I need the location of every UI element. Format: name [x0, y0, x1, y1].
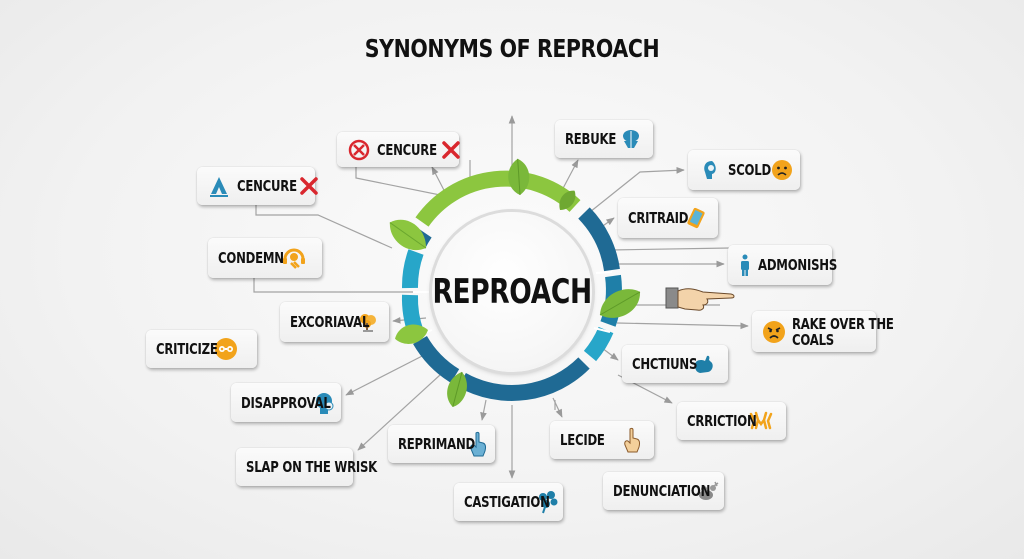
- node-label: CHCTIUNS: [632, 355, 698, 373]
- node-label: REPRIMAND: [398, 435, 476, 453]
- node-admonishs[interactable]: ADMONISHS: [728, 245, 838, 285]
- blue-person-icon: [738, 253, 752, 277]
- center-node: REPROACH: [432, 212, 592, 372]
- node-excoriaval[interactable]: EXCORIAVAL: [280, 302, 389, 342]
- node-label: EXCORIAVAL: [290, 313, 370, 331]
- forbidden-circle-icon: [347, 138, 371, 162]
- gray-blob-icon: [697, 479, 721, 503]
- node-reprimand[interactable]: REPRIMAND: [388, 425, 495, 463]
- center-label: REPROACH: [432, 272, 592, 312]
- node-label: CONDEMN: [218, 249, 284, 267]
- node-disapproval[interactable]: DISAPPROVAL: [231, 383, 341, 422]
- node-rake-over-the-coals[interactable]: RAKE OVER THE COALS: [752, 311, 894, 352]
- node-label: REBUKE: [565, 130, 617, 148]
- node-slap-on-the-wrisk[interactable]: SLAP ON THE WRISK: [236, 448, 378, 486]
- node-cencure-left[interactable]: CENCURE: [197, 167, 318, 205]
- pointing-hand-icon: [665, 287, 735, 311]
- node-denunciation[interactable]: DENUNCIATION: [603, 472, 724, 510]
- tan-pointing-hand-icon: [620, 427, 644, 453]
- blue-thumbs-icon: [692, 352, 716, 376]
- orange-hands-icon: [749, 409, 773, 433]
- node-label: CRRICTION: [687, 412, 757, 430]
- blue-head-profile-icon: [698, 158, 722, 182]
- node-castigation[interactable]: CASTIGATION: [454, 483, 563, 521]
- blue-mask-icon: [619, 127, 643, 151]
- node-label: CRITICIZE: [156, 340, 218, 358]
- angry-face-icon: [762, 320, 786, 344]
- diagram-title: SYNONYMS OF REPROACH: [364, 34, 660, 63]
- node-scold[interactable]: SCOLD: [688, 150, 800, 190]
- node-label: DISAPPROVAL: [241, 393, 331, 412]
- phone-tablet-icon: [684, 206, 708, 230]
- node-label: LECIDE: [560, 431, 605, 449]
- blue-paw-icon: [536, 490, 560, 514]
- node-label-line2: COALS: [792, 330, 834, 349]
- orange-tree-icon: [356, 310, 380, 334]
- node-cencure-top[interactable]: CENCURE: [337, 132, 460, 167]
- red-x-icon: [439, 138, 463, 162]
- node-label: SLAP ON THE WRISK: [246, 458, 378, 476]
- sad-face-icon: [770, 158, 794, 182]
- node-label: CASTIGATION: [464, 493, 550, 511]
- node-lecide[interactable]: LECIDE: [550, 421, 654, 459]
- node-label: ADMONISHS: [758, 256, 838, 274]
- node-label-line1: RAKE OVER THE: [792, 314, 894, 333]
- node-rebuke[interactable]: REBUKE: [555, 120, 653, 158]
- node-label: CENCURE: [377, 140, 437, 159]
- node-chctiuns[interactable]: CHCTIUNS: [622, 345, 728, 383]
- node-label: DENUNCIATION: [613, 482, 711, 500]
- blue-pointing-hand-icon: [466, 431, 490, 457]
- node-label: CRITRAID: [628, 209, 689, 227]
- blue-face-icon: [313, 391, 337, 415]
- node-label: CENCURE: [237, 177, 297, 195]
- node-crriction[interactable]: CRRICTION: [677, 402, 786, 440]
- blue-figure-icon: [207, 174, 231, 198]
- node-condemn[interactable]: CONDEMN: [208, 238, 322, 278]
- orange-headset-icon: [282, 246, 306, 270]
- node-label: SCOLD: [728, 161, 771, 179]
- orange-goggles-icon: [214, 337, 238, 361]
- node-criticize[interactable]: CRITICIZE: [146, 330, 257, 368]
- node-critraid[interactable]: CRITRAID: [618, 198, 718, 238]
- red-x-icon: [297, 174, 321, 198]
